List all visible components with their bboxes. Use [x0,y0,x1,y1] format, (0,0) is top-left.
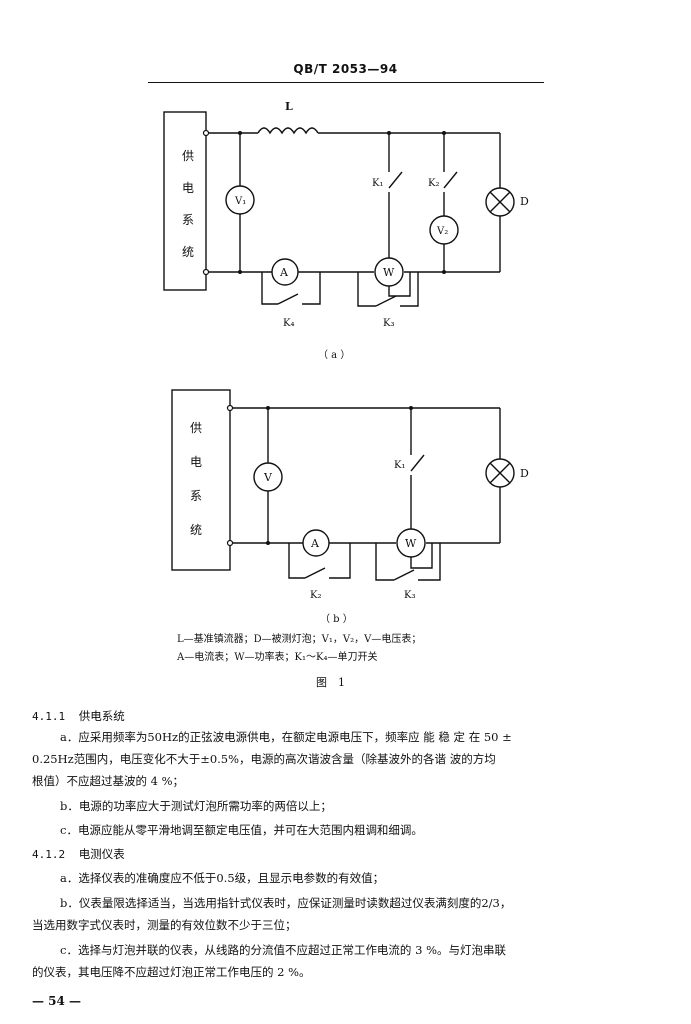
k2-label-a: K₂ [428,178,439,189]
ammeter-label-a: A [279,266,289,279]
supply-box-b [171,389,231,571]
supply-label-b-1: 供 [190,421,202,435]
inductor-label: L [285,100,293,113]
legend-line-2: A—电流表；W—功率表；K₁～K₄—单刀开关 [176,650,377,663]
paragraph-a-line-2: 0.25Hz范围内，电压变化不大于±0.5%，电源的高次谐波含量（除基波外的各谐… [32,752,496,766]
wattmeter-label-b: W [405,537,417,550]
voltmeter-v1 [225,185,255,215]
v2-label: V₂ [436,226,448,237]
supply-label-b-3: 系 [190,489,202,503]
header-rule [148,82,544,83]
paragraph-c: c．电源应能从零平滑地调至额定电压值，并可在大范围内粗调和细调。 [60,823,423,837]
section-4-1-1-heading: 4.1.1 供电系统 [32,706,662,727]
section-title: 供电系统 [78,709,125,723]
legend-line-1: L—基准镇流器；D—被测灯泡；V₁，V₂，V—电压表； [177,632,421,645]
voltmeter-label-b: V [263,471,273,484]
paragraph-meter-b-line-1: b．仪表量限选择适当，当选用指针式仪表时，应保证测量时读数超过仪表满刻度的2/3… [60,896,512,910]
wattmeter-label-a: W [383,266,395,279]
section-number: 4.1.1 [32,710,66,723]
circuit-figure: 供 电 系 统 L V₁ A W V₂ D K₁ K₂ K₃ K₄ （ a ） … [163,100,529,689]
supply-label-b-2: 电 [190,455,202,469]
paragraph-meter-a: a．选择仪表的准确度应不低于0.5级，且显示电参数的有效值； [60,871,385,885]
supply-label-a-2: 电 [182,181,194,195]
caption-b: （ b ） [320,613,353,625]
section-4-1-2-heading: 4.1.2 电测仪表 [32,844,662,865]
paragraph-meter-c-line-2: 的仪表，其电压降不应超过灯泡正常工作电压的 2 %。 [32,965,311,979]
k2-label-b: K₂ [310,590,321,601]
standard-code-header: QB/T 2053—94 [293,62,398,76]
k1-label-b: K₁ [394,460,405,471]
k4-label-a: K₄ [283,318,294,329]
page-number: — 54 — [32,994,82,1008]
lamp-label-b: D [520,467,529,480]
paragraph-meter-b-line-2: 当选用数字式仪表时，测量的有效位数不少于三位； [32,918,297,932]
paragraph-meter-c-line-1: c．选择与灯泡并联的仪表，从线路的分流值不应超过正常工作电流的 3 %。与灯泡串… [60,943,506,957]
inductor-coil [257,127,319,135]
ammeter-label-b: A [310,537,320,550]
caption-a: （ a ） [318,349,350,361]
v1-label: V₁ [234,196,246,207]
section-title: 电测仪表 [78,847,125,861]
paragraph-b: b．电源的功率应大于测试灯泡所需功率的两倍以上； [60,799,332,813]
lamp-label-a: D [520,195,529,208]
figure-title: 图 1 [316,676,345,689]
ammeter-a-b [302,529,330,557]
supply-label-a-4: 统 [182,245,194,259]
k3-label-a: K₃ [383,318,394,329]
k1-label-a: K₁ [372,178,383,189]
supply-label-a-1: 供 [182,149,194,163]
section-number: 4.1.2 [32,848,66,861]
k3-label-b: K₃ [404,590,415,601]
paragraph-a-line-1: a．应采用频率为50Hz的正弦波电源供电，在额定电源电压下，频率应 能 稳 定 … [60,730,512,744]
supply-box-a [163,111,207,291]
ammeter-a [271,258,299,286]
supply-label-a-3: 系 [182,213,194,227]
supply-label-b-4: 统 [190,523,202,537]
paragraph-a-line-3: 根值）不应超过基波的 4 %； [32,774,185,788]
